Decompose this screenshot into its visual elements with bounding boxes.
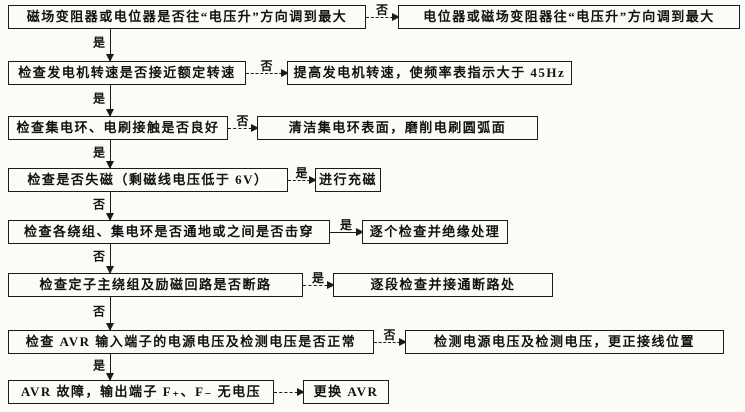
down-connector-3: 是 xyxy=(93,140,115,169)
arrow-right-icon xyxy=(399,338,407,346)
down-label-7: 是 xyxy=(92,358,105,373)
branch-label-1: 否 xyxy=(375,3,389,17)
arrow-down-icon xyxy=(106,266,115,274)
branch-connector-7: 否 xyxy=(374,329,407,346)
branch-label-5: 是 xyxy=(339,218,353,232)
branch-connector-3: 否 xyxy=(228,115,259,132)
down-label-2: 是 xyxy=(92,91,105,106)
down-connector-2: 是 xyxy=(93,85,115,117)
down-label-4: 否 xyxy=(92,197,105,212)
down-connector-1: 是 xyxy=(93,29,115,62)
arrow-right-icon xyxy=(327,281,335,289)
check-box-stator-circuit-open: 检查定子主绕组及励磁回路是否断路 xyxy=(8,273,303,297)
branch-label-4: 是 xyxy=(295,166,308,180)
check-box-winding-ground: 检查各绕组、集电环是否通地或之间是否击穿 xyxy=(8,220,330,244)
action-box-insulation-treatment: 逐个检查并绝缘处理 xyxy=(362,220,508,244)
down-label-6: 否 xyxy=(92,304,105,319)
check-box-field-rheostat: 磁场变阻器或电位器是否往“电压升”方向调到最大 xyxy=(8,5,366,29)
arrow-down-icon xyxy=(106,54,115,62)
arrow-down-icon xyxy=(106,323,115,331)
action-box-recharge-magnetism: 进行充磁 xyxy=(315,168,381,192)
branch-connector-8 xyxy=(274,388,305,396)
check-box-slip-ring-brush: 检查集电环、电刷接触是否良好 xyxy=(8,116,228,140)
down-connector-4: 否 xyxy=(93,192,115,221)
down-label-5: 否 xyxy=(92,249,105,264)
arrow-down-icon xyxy=(106,373,115,381)
arrow-down-icon xyxy=(106,109,115,117)
action-box-reconnect-open-circuit: 逐段检查并接通断路处 xyxy=(333,273,553,297)
down-connector-7: 是 xyxy=(93,354,115,381)
check-box-loss-of-magnetism: 检查是否失磁（剩磁线电压低于 6V） xyxy=(8,168,288,192)
arrow-right-icon xyxy=(392,13,400,21)
down-connector-6: 否 xyxy=(93,297,115,331)
down-connector-5: 否 xyxy=(93,244,115,274)
check-box-avr-input-voltage: 检查 AVR 输入端子的电源电压及检测电压是否正常 xyxy=(8,330,374,354)
arrow-down-icon xyxy=(106,213,115,221)
branch-connector-2: 否 xyxy=(246,60,289,77)
action-box-correct-wiring: 检测电源电压及检测电压，更正接线位置 xyxy=(405,330,724,354)
branch-label-7: 否 xyxy=(383,328,396,342)
branch-label-2: 否 xyxy=(260,59,273,73)
branch-connector-4: 是 xyxy=(288,167,317,184)
arrow-right-icon xyxy=(281,69,289,77)
check-box-generator-speed: 检查发电机转速是否接近额定转速 xyxy=(8,61,246,85)
action-box-replace-avr: 更换 AVR xyxy=(303,380,389,404)
branch-connector-1: 否 xyxy=(366,4,400,21)
branch-connector-6: 是 xyxy=(303,272,335,289)
action-box-raise-speed: 提高发电机转速，使频率表指示大于 45Hz xyxy=(287,61,572,85)
arrow-down-icon xyxy=(106,161,115,169)
check-box-avr-fault: AVR 故障，输出端子 F₊、F₋ 无电压 xyxy=(8,380,274,404)
arrow-right-icon xyxy=(309,176,317,184)
arrow-right-icon xyxy=(356,228,364,236)
arrow-right-icon xyxy=(251,124,259,132)
branch-label-3: 否 xyxy=(236,114,249,128)
down-label-3: 是 xyxy=(92,145,105,160)
branch-connector-5: 是 xyxy=(330,219,364,236)
branch-label-6: 是 xyxy=(311,271,325,285)
down-label-1: 是 xyxy=(92,35,105,50)
action-box-adjust-rheostat: 电位器或磁场变阻器往“电压升”方向调到最大 xyxy=(398,5,740,29)
action-box-clean-slip-ring: 清洁集电环表面，磨削电刷圆弧面 xyxy=(257,116,538,140)
arrow-right-icon xyxy=(297,388,305,396)
